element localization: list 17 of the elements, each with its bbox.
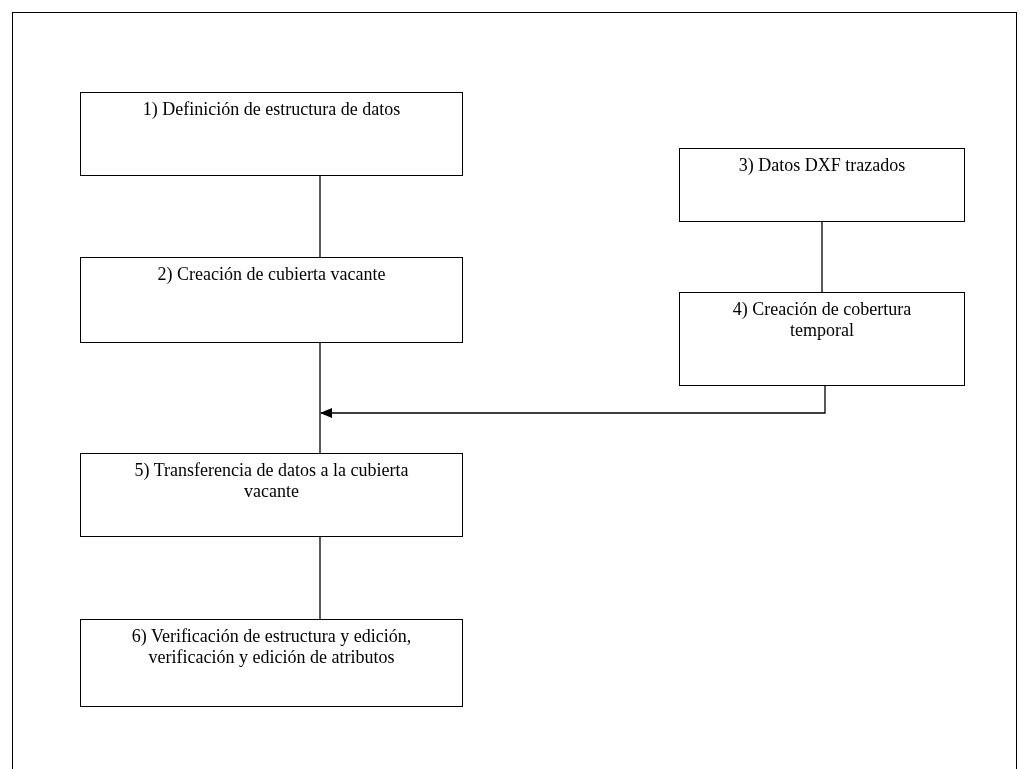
process-box bbox=[80, 453, 463, 537]
connector-line bbox=[319, 536, 321, 620]
process-box bbox=[679, 148, 965, 222]
step-label: 1) Definición de estructura de datos bbox=[141, 99, 402, 120]
process-box bbox=[679, 292, 965, 386]
process-box bbox=[80, 619, 463, 707]
connector-line bbox=[319, 342, 321, 454]
step-label: 3) Datos DXF trazados bbox=[737, 155, 907, 176]
process-box bbox=[80, 92, 463, 176]
arrow bbox=[320, 385, 826, 418]
step-label: 6) Verificación de estructura y edición, verificación y edición de atributos bbox=[130, 626, 413, 668]
connector-line bbox=[821, 221, 823, 293]
process-box bbox=[80, 257, 463, 343]
step-label: 2) Creación de cubierta vacante bbox=[156, 264, 387, 285]
step-label: 4) Creación de cobertura temporal bbox=[731, 299, 913, 341]
connector-line bbox=[319, 175, 321, 258]
step-label: 5) Transferencia de datos a la cubierta vacante bbox=[133, 460, 410, 502]
